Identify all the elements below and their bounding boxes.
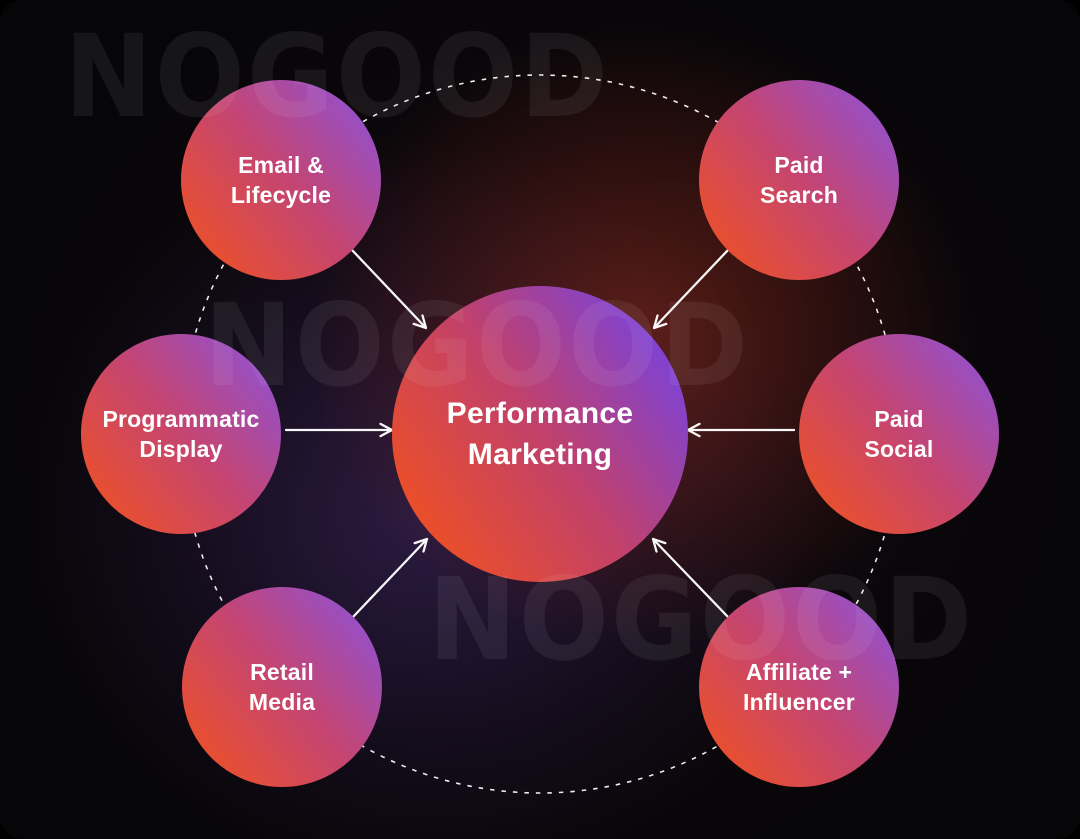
- node-paid-social: Paid Social: [799, 334, 999, 534]
- node-label-line: Media: [248, 689, 316, 715]
- node-label-line: Social: [864, 436, 934, 462]
- node-label-line: Search: [760, 182, 838, 208]
- node-label-line: Display: [139, 436, 223, 462]
- node-affiliate-influencer: Affiliate + Influencer: [699, 587, 899, 787]
- node-performance-marketing: Performance Marketing: [392, 286, 688, 582]
- node-label-line: Email &: [238, 152, 324, 178]
- node-label-line: Programmatic: [102, 406, 260, 432]
- node-retail-media: Retail Media: [182, 587, 382, 787]
- node-paid-search: Paid Search: [699, 80, 899, 280]
- node-label-line: Lifecycle: [230, 182, 332, 208]
- node-label-line: Affiliate +: [745, 659, 853, 685]
- node-label-line: Paid: [774, 152, 824, 178]
- node-label-line: Retail: [250, 659, 314, 685]
- node-label-line: Influencer: [743, 689, 855, 715]
- arrow-programmatic-to-center: [284, 422, 394, 438]
- arrow-retail-to-center: [351, 537, 429, 619]
- arrow-email-to-center: [350, 248, 428, 330]
- arrow-paid-social-to-center: [686, 422, 796, 438]
- node-label-line: Performance: [446, 397, 634, 430]
- node-email-lifecycle: Email & Lifecycle: [181, 80, 381, 280]
- node-programmatic-display: Programmatic Display: [81, 334, 281, 534]
- node-label-line: Marketing: [467, 438, 613, 471]
- node-label-line: Paid: [874, 406, 924, 432]
- arrow-paid-search-to-center: [652, 248, 730, 330]
- arrow-affiliate-to-center: [651, 537, 730, 619]
